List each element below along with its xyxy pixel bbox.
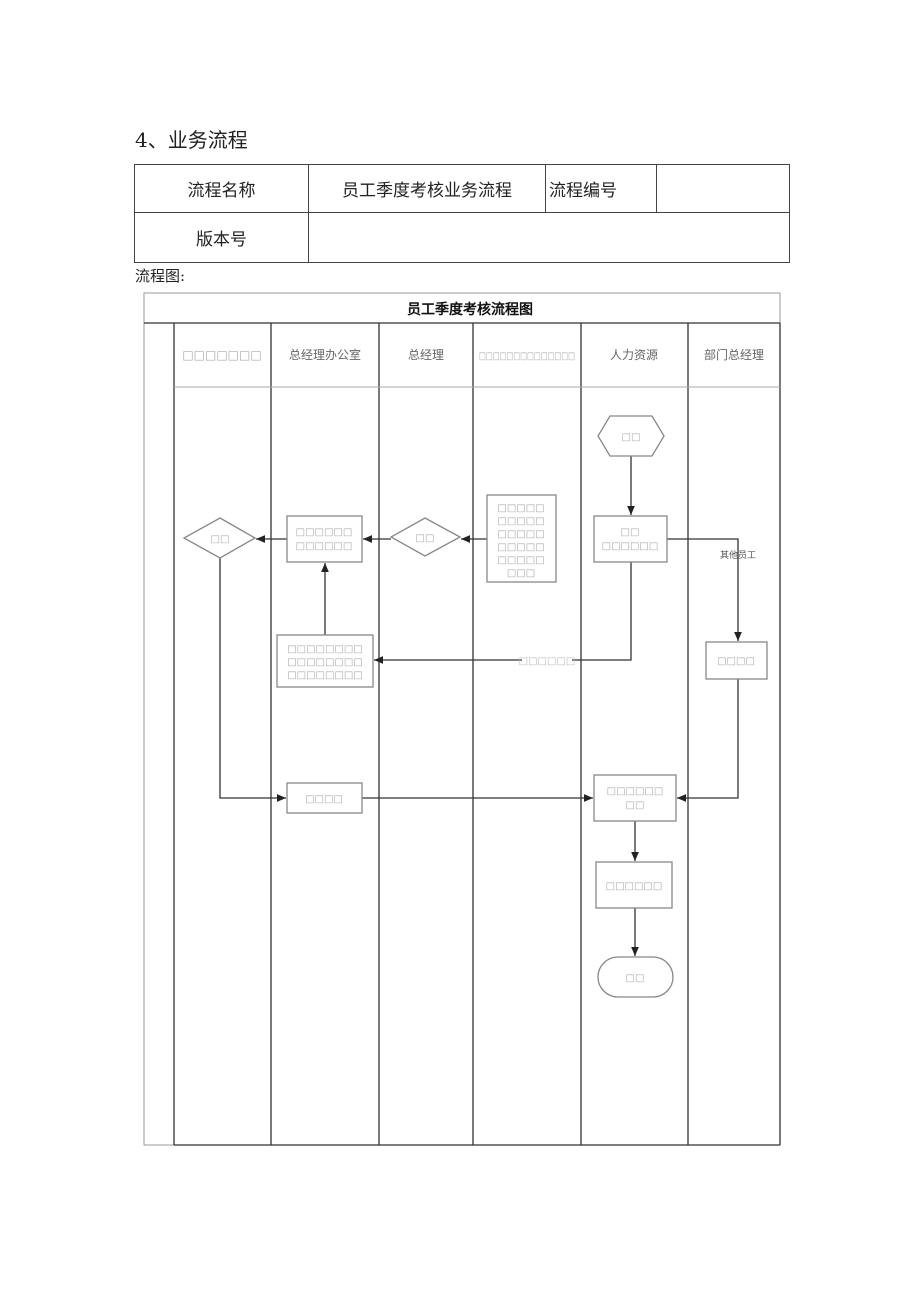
doc-box-line: □□□□□ (497, 503, 544, 514)
edge-label-other-staff: 其他员工 (720, 549, 756, 561)
hr-box-2 (593, 774, 677, 822)
start-label: □□ (622, 432, 641, 443)
section-heading: 4、业务流程 (135, 128, 248, 152)
dept-box-label: □□□□ (717, 656, 755, 667)
office-bottom-box (286, 782, 363, 814)
hr-box-1-line: □□□□□□ (602, 541, 659, 552)
end-label: □□ (626, 973, 645, 984)
lane-header-6: 部门总经理 (704, 347, 764, 362)
hr-box-1 (593, 515, 668, 563)
dept-box (705, 641, 768, 680)
start-node (597, 415, 665, 457)
lane-header-3: 总经理 (408, 348, 444, 362)
edge-label-hr-office: □□□□□□ (519, 656, 576, 667)
doc-box (486, 494, 557, 583)
arrow-hr-to-office-lower (374, 562, 632, 664)
doc-box-line: □□□□□ (497, 555, 544, 566)
end-node (597, 956, 674, 998)
office-lower-box (276, 634, 374, 688)
hr-box-2-line: □□□□□□ (607, 786, 664, 797)
hr-box-3-label: □□□□□□ (606, 881, 663, 892)
office-box (286, 515, 363, 563)
flowchart-frame (143, 292, 781, 1146)
hr-box-2-line: □□ (626, 800, 645, 811)
version-value (308, 212, 790, 263)
arrow-hr-to-dept (667, 538, 742, 641)
flowchart-title: 员工季度考核流程图 (407, 301, 533, 318)
office-lower-line: □□□□□□□□ (287, 644, 363, 655)
lane-header-1: □□□□□□□ (182, 348, 261, 362)
arrow-diamond1-to-bottom (219, 558, 286, 802)
doc-box-line: □□□□□ (497, 529, 544, 540)
lane-header-2: 总经理办公室 (289, 347, 361, 362)
gm-diamond-label: □□ (416, 533, 435, 544)
lane1-diamond-label: □□ (211, 534, 230, 545)
arrow-dept-to-hr2 (677, 679, 739, 802)
office-box-line: □□□□□□ (296, 527, 353, 538)
office-lower-line: □□□□□□□□ (287, 657, 363, 668)
lane1-diamond (182, 517, 257, 559)
doc-box-line: □□□ (507, 568, 535, 579)
chart-caption: 流程图: (135, 267, 186, 285)
gm-diamond (389, 517, 462, 557)
office-lower-line: □□□□□□□□ (287, 670, 363, 681)
doc-box-line: □□□□□ (497, 542, 544, 553)
office-bottom-label: □□□□ (305, 794, 343, 805)
lane-header-5: 人力资源 (610, 348, 658, 362)
office-box-line: □□□□□□ (296, 541, 353, 552)
lane-header-4: □□□□□□□□□□□□□□ (479, 351, 575, 362)
hr-box-1-line: □□ (621, 527, 640, 538)
hr-box-3 (595, 861, 673, 909)
doc-box-line: □□□□□ (497, 516, 544, 527)
